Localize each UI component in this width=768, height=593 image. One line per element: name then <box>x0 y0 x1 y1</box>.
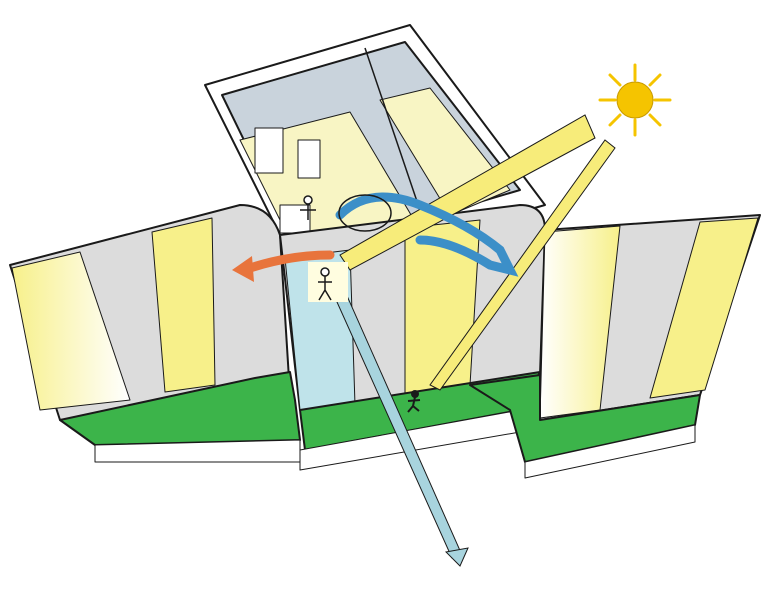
furniture-cabinet <box>297 139 321 179</box>
right-glazing-2 <box>649 217 759 399</box>
left-glazing-1 <box>11 251 131 411</box>
furniture-desk <box>254 127 284 174</box>
right-wing <box>469 214 761 479</box>
person-icon <box>308 262 348 302</box>
daylight-ray-icon <box>429 139 616 391</box>
sun-icon <box>339 63 672 391</box>
airflow-arrowhead <box>232 256 254 282</box>
right-green-roof <box>469 374 701 463</box>
person-icon <box>300 195 316 220</box>
left-glazing-2 <box>151 217 216 393</box>
person-icon <box>407 390 421 413</box>
center-front <box>279 204 546 471</box>
left-wing <box>9 204 301 463</box>
partition-wall <box>364 47 426 226</box>
view-ray-arrowhead <box>444 547 469 567</box>
airflow-arrow-icon <box>245 250 335 273</box>
right-base <box>524 424 696 479</box>
airflow-loop <box>338 194 392 232</box>
furniture-sofa <box>279 204 311 234</box>
